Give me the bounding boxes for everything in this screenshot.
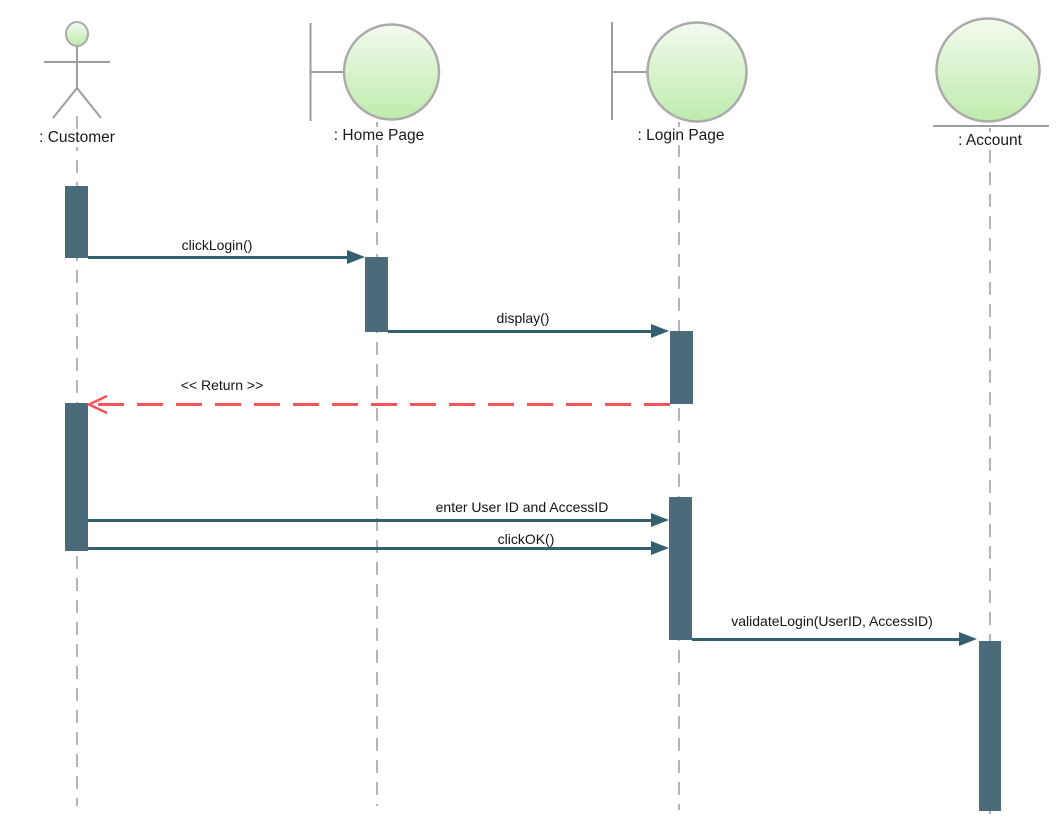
lifeline-label-home-page: : Home Page [329, 127, 429, 145]
activation-bar-customer-2 [65, 403, 88, 551]
activation-bar-home-page [365, 257, 388, 332]
lifeline-home-page [376, 122, 378, 806]
arrowhead-icon [959, 632, 977, 646]
message-line [88, 547, 651, 550]
arrowhead-icon [651, 513, 669, 527]
message-label: clickOK() [497, 531, 555, 547]
lifeline-login-page [678, 122, 680, 810]
activation-bar-login-page-2 [669, 497, 692, 640]
open-arrowhead-icon [86, 394, 108, 415]
message-label: enter User ID and AccessID [435, 499, 609, 515]
message-line [88, 256, 348, 259]
message-line [692, 638, 959, 641]
message-line [388, 330, 652, 333]
message-label: << Return >> [180, 377, 264, 393]
lifeline-label-login-page: : Login Page [633, 127, 729, 145]
arrowhead-icon [347, 250, 365, 264]
lifeline-label-account: : Account [954, 132, 1026, 150]
boundary-icon [309, 23, 441, 121]
lifeline-account [989, 128, 991, 814]
lifeline-label-customer: : Customer [35, 129, 119, 147]
arrowhead-icon [651, 324, 669, 338]
entity-icon [933, 17, 1049, 127]
message-label: validateLogin(UserID, AccessID) [731, 613, 933, 629]
actor-icon [44, 21, 110, 119]
boundary-icon [611, 21, 748, 123]
activation-bar-login-page-1 [670, 331, 693, 404]
activation-bar-account [979, 641, 1001, 811]
message-label: clickLogin() [181, 237, 253, 253]
arrowhead-icon [651, 541, 669, 555]
message-label: display() [496, 310, 550, 326]
message-line [88, 519, 651, 522]
activation-bar-customer-1 [65, 186, 88, 258]
message-line [98, 403, 670, 406]
